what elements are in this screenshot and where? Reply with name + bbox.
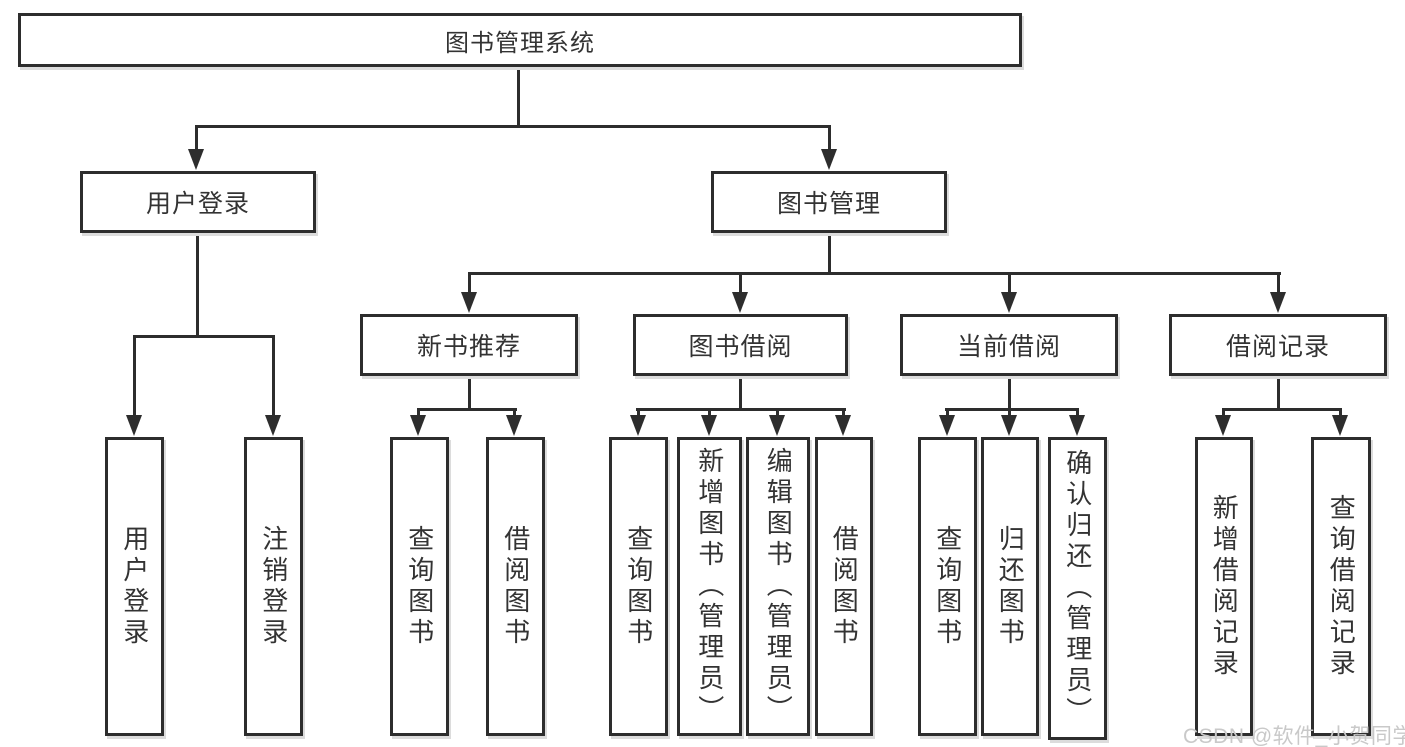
- arrow-down-to-book-management: [821, 125, 837, 170]
- arrow-down-leaf: [506, 408, 522, 436]
- leaf-borrow-books-recommend: 借阅图书: [486, 437, 545, 736]
- node-label: 新书推荐: [416, 333, 521, 361]
- leaf-label: 归还图书: [995, 524, 1026, 649]
- connector-hline-new-book-recommend: [417, 408, 517, 411]
- leaf-query-books-borrowing: 查询图书: [609, 437, 668, 736]
- arrow-down-leaf: [630, 408, 646, 436]
- arrow-down-leaf: [1001, 408, 1017, 436]
- node-book-management: 图书管理: [711, 171, 947, 233]
- node-current-borrowing: 当前借阅: [900, 314, 1118, 376]
- node-label: 图书管理系统: [445, 29, 595, 57]
- node-library-management-system: 图书管理系统: [18, 13, 1022, 67]
- connector-hline-user-login: [133, 335, 275, 338]
- node-new-book-recommend: 新书推荐: [360, 314, 578, 376]
- leaf-label: 借阅图书: [829, 524, 860, 649]
- node-borrowing-records: 借阅记录: [1169, 314, 1387, 376]
- leaf-borrow-books-borrowing: 借阅图书: [815, 437, 873, 736]
- connector-stem-user-login: [196, 233, 199, 338]
- leaf-label: 用户登录: [119, 524, 150, 649]
- arrow-down-leaf: [939, 408, 955, 436]
- arrow-down-leaf: [1069, 408, 1085, 436]
- leaf-label: 借阅图书: [500, 524, 531, 649]
- arrow-down-leaf: [769, 408, 785, 436]
- leaf-logout: 注销登录: [244, 437, 303, 736]
- connector-hline-root: [196, 125, 831, 128]
- leaf-confirm-return-admin: 确认归还（管理员）: [1048, 437, 1107, 740]
- node-label: 图书借阅: [688, 333, 793, 361]
- arrow-down-to-user-login: [188, 125, 204, 170]
- leaf-label: 编辑图书（管理员）: [763, 447, 794, 726]
- arrow-down-to-book-borrowing: [732, 272, 748, 313]
- leaf-add-books-admin: 新增图书（管理员）: [677, 437, 742, 736]
- connector-stem-book-borrowing: [739, 376, 742, 411]
- arrow-down-leaf: [835, 408, 851, 436]
- connector-hline-book-borrowing: [636, 408, 846, 411]
- node-label: 借阅记录: [1225, 333, 1330, 361]
- leaf-add-borrow-record: 新增借阅记录: [1195, 437, 1253, 736]
- arrow-down-to-current-borrowing: [1001, 272, 1017, 313]
- node-user-login-group: 用户登录: [80, 171, 316, 233]
- leaf-return-books: 归还图书: [981, 437, 1039, 736]
- leaf-label: 注销登录: [258, 524, 289, 649]
- connector-hline-current-borrowing: [945, 408, 1079, 411]
- connector-stem-current-borrowing: [1008, 376, 1011, 411]
- leaf-user-login: 用户登录: [105, 437, 164, 736]
- leaf-label: 确认归还（管理员）: [1062, 449, 1093, 728]
- csdn-watermark: CSDN @软件_小贺同学: [1183, 725, 1405, 747]
- node-book-borrowing: 图书借阅: [633, 314, 848, 376]
- node-label: 当前借阅: [956, 333, 1061, 361]
- leaf-label: 查询图书: [932, 524, 963, 649]
- leaf-query-books-recommend: 查询图书: [390, 437, 449, 736]
- arrow-down-leaf: [1215, 408, 1231, 436]
- leaf-edit-books-admin: 编辑图书（管理员）: [746, 437, 810, 736]
- arrow-down-leaf: [410, 408, 426, 436]
- connector-stem-root: [517, 66, 520, 127]
- leaf-label: 查询借阅记录: [1326, 493, 1357, 680]
- node-label: 用户登录: [145, 190, 250, 218]
- arrow-down-to-new-book-recommend: [461, 272, 477, 313]
- connector-stem-book-management: [828, 233, 831, 275]
- leaf-label: 查询图书: [623, 524, 654, 649]
- connector-stem-new-book-recommend: [468, 376, 471, 411]
- arrow-down-to-logout: [265, 335, 281, 436]
- arrow-down-to-borrowing-records: [1270, 272, 1286, 313]
- leaf-query-borrow-record: 查询借阅记录: [1311, 437, 1371, 736]
- connector-hline-book-management: [468, 272, 1281, 275]
- leaf-label: 新增图书（管理员）: [694, 447, 725, 726]
- arrow-down-to-login: [126, 335, 142, 436]
- node-label: 图书管理: [776, 190, 881, 218]
- leaf-query-books-current: 查询图书: [918, 437, 977, 736]
- connector-hline-borrowing-records: [1222, 408, 1342, 411]
- arrow-down-leaf: [701, 408, 717, 436]
- arrow-down-leaf: [1332, 408, 1348, 436]
- leaf-label: 新增借阅记录: [1209, 493, 1240, 680]
- leaf-label: 查询图书: [404, 524, 435, 649]
- connector-stem-borrowing-records: [1277, 376, 1280, 411]
